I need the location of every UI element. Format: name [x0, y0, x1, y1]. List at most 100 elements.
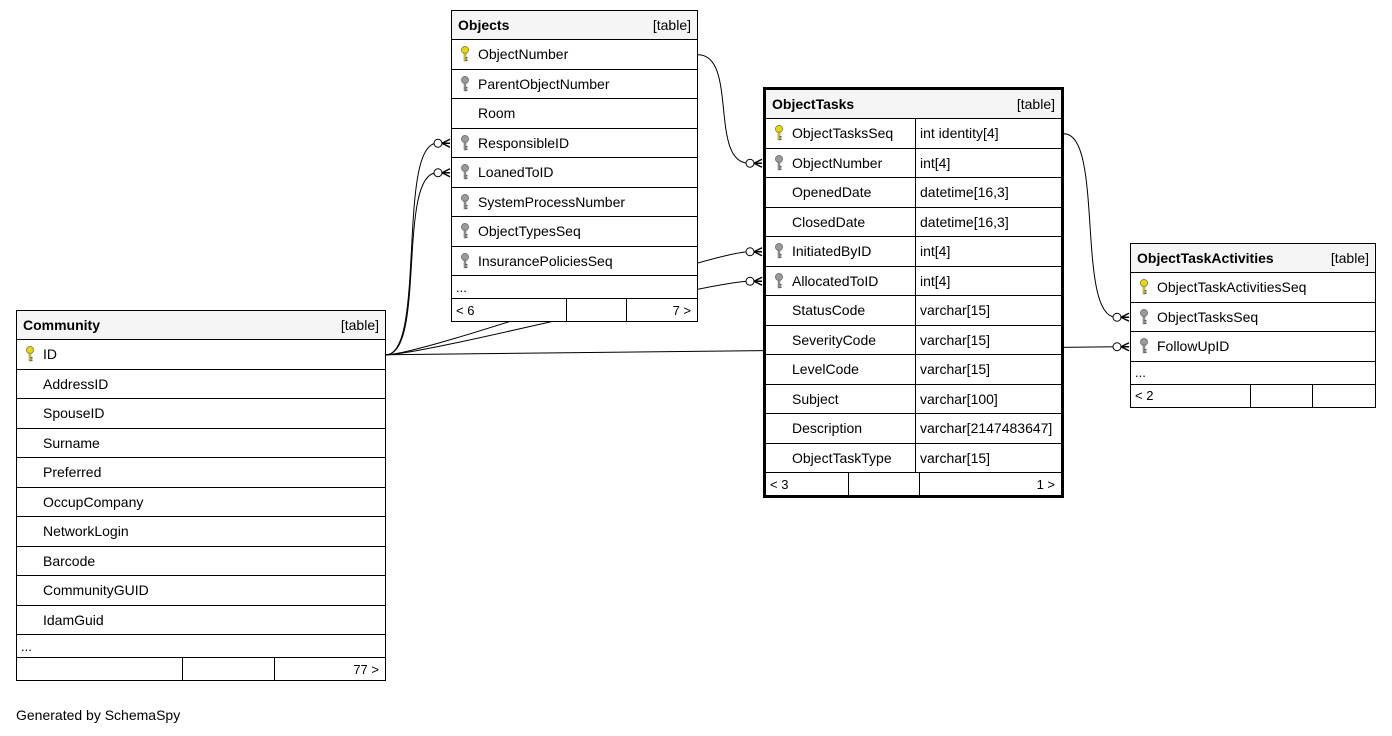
children-count-link[interactable]: 1 > [1036, 476, 1055, 492]
column-row[interactable]: SystemProcessNumber [452, 188, 697, 217]
column-row[interactable]: Preferred [17, 458, 385, 488]
table-header[interactable]: Objects[table] [452, 11, 697, 40]
column-name[interactable]: NetworkLogin [43, 523, 129, 540]
table-name[interactable]: Objects [458, 17, 510, 33]
more-columns-indicator[interactable]: ... [17, 635, 385, 658]
table-header[interactable]: Community[table] [17, 311, 385, 340]
table-header[interactable]: ObjectTasks[table] [766, 90, 1061, 119]
children-count-link[interactable]: 77 > [353, 661, 379, 677]
column-name[interactable]: FollowUpID [1157, 338, 1230, 355]
crows-foot-marker [441, 138, 451, 148]
column-row[interactable]: ParentObjectNumber [452, 70, 697, 99]
column-row[interactable]: SpouseID [17, 399, 385, 429]
relationship-edge [697, 54, 750, 164]
column-name[interactable]: LevelCode [792, 361, 859, 378]
column-name-cell: Surname [17, 429, 385, 458]
column-name[interactable]: ID [43, 346, 57, 363]
column-name[interactable]: ObjectNumber [792, 154, 883, 171]
column-name[interactable]: ParentObjectNumber [478, 75, 610, 92]
table-name[interactable]: Community [23, 317, 100, 333]
column-row[interactable]: InsurancePoliciesSeq [452, 247, 697, 276]
column-name[interactable]: ClosedDate [792, 213, 866, 230]
column-type: datetime[16,3] [915, 207, 1061, 236]
column-name[interactable]: InitiatedByID [792, 243, 872, 260]
column-row[interactable]: ObjectNumber [452, 40, 697, 70]
column-name-cell: ClosedDate [766, 208, 915, 237]
column-row[interactable]: OccupCompany [17, 488, 385, 517]
table-name[interactable]: ObjectTaskActivities [1137, 250, 1274, 266]
children-count-link[interactable]: 7 > [672, 302, 691, 318]
column-name[interactable]: CommunityGUID [43, 582, 149, 599]
column-row[interactable]: CommunityGUID [17, 576, 385, 606]
column-name[interactable]: InsurancePoliciesSeq [478, 252, 613, 269]
column-name[interactable]: AddressID [43, 375, 109, 392]
column-name[interactable]: Room [478, 105, 516, 122]
column-row[interactable]: ID [17, 340, 385, 370]
table-community[interactable]: Community[table] ID AddressID SpouseID Surna… [16, 310, 386, 681]
column-name[interactable]: Subject [792, 390, 839, 407]
column-name[interactable]: LoanedToID [478, 164, 554, 181]
column-name[interactable]: ObjectTasksSeq [792, 125, 894, 142]
column-name[interactable]: Preferred [43, 464, 102, 481]
column-row[interactable]: FollowUpID [1131, 332, 1375, 362]
column-row[interactable]: NetworkLogin [17, 517, 385, 547]
column-row[interactable]: ClosedDate datetime[16,3] [766, 207, 1061, 237]
column-name[interactable]: SystemProcessNumber [478, 193, 626, 210]
table-name[interactable]: ObjectTasks [772, 96, 855, 112]
column-name[interactable]: SeverityCode [792, 331, 877, 348]
column-row[interactable]: LoanedToID [452, 158, 697, 188]
column-name-cell: CommunityGUID [17, 576, 385, 605]
parents-count-link[interactable]: < 2 [1131, 384, 1251, 407]
column-name[interactable]: Description [792, 420, 863, 437]
column-name[interactable]: IdamGuid [43, 611, 104, 628]
column-name[interactable]: ObjectTasksSeq [1157, 308, 1259, 325]
children-count-link[interactable] [1313, 385, 1375, 407]
column-name[interactable]: ResponsibleID [478, 134, 570, 151]
column-row[interactable]: ObjectTypesSeq [452, 217, 697, 247]
column-name[interactable]: AllocatedToID [792, 272, 879, 289]
column-name[interactable]: OccupCompany [43, 493, 144, 510]
column-name[interactable]: ObjectTaskType [792, 449, 892, 466]
column-name[interactable]: SpouseID [43, 405, 105, 422]
column-row[interactable]: AddressID [17, 370, 385, 399]
column-row[interactable]: ObjectTaskActivitiesSeq [1131, 273, 1375, 303]
column-row[interactable]: ObjectTasksSeq [1131, 303, 1375, 332]
column-row[interactable]: ResponsibleID [452, 129, 697, 158]
column-row[interactable]: Surname [17, 429, 385, 458]
no-key-spacer [458, 104, 472, 122]
column-row[interactable]: IdamGuid [17, 606, 385, 635]
column-name[interactable]: OpenedDate [792, 184, 872, 201]
column-name[interactable]: ObjectNumber [478, 46, 569, 63]
column-name[interactable]: ObjectTypesSeq [478, 223, 581, 240]
table-header[interactable]: ObjectTaskActivities[table] [1131, 244, 1375, 273]
foreign-key-icon [772, 242, 786, 260]
column-name-cell: ObjectTasksSeq [766, 119, 915, 148]
more-columns-indicator[interactable]: ... [1131, 362, 1375, 385]
column-name[interactable]: Barcode [43, 552, 96, 569]
no-key-spacer [23, 375, 37, 393]
column-name-cell: InsurancePoliciesSeq [452, 247, 697, 276]
column-name[interactable]: Surname [43, 434, 100, 451]
column-name[interactable]: ObjectTaskActivitiesSeq [1157, 279, 1307, 296]
parents-count-link[interactable]: < 3 [766, 473, 849, 495]
parents-count-link[interactable] [17, 658, 183, 680]
column-row[interactable]: Barcode [17, 547, 385, 576]
column-row[interactable]: Room [452, 99, 697, 129]
parents-count-link[interactable]: < 6 [452, 299, 567, 321]
more-columns-indicator[interactable]: ... [452, 276, 697, 299]
column-name[interactable]: StatusCode [792, 302, 866, 319]
table-objecttaskactivities[interactable]: ObjectTaskActivities[table]ObjectTaskAct… [1130, 243, 1376, 408]
